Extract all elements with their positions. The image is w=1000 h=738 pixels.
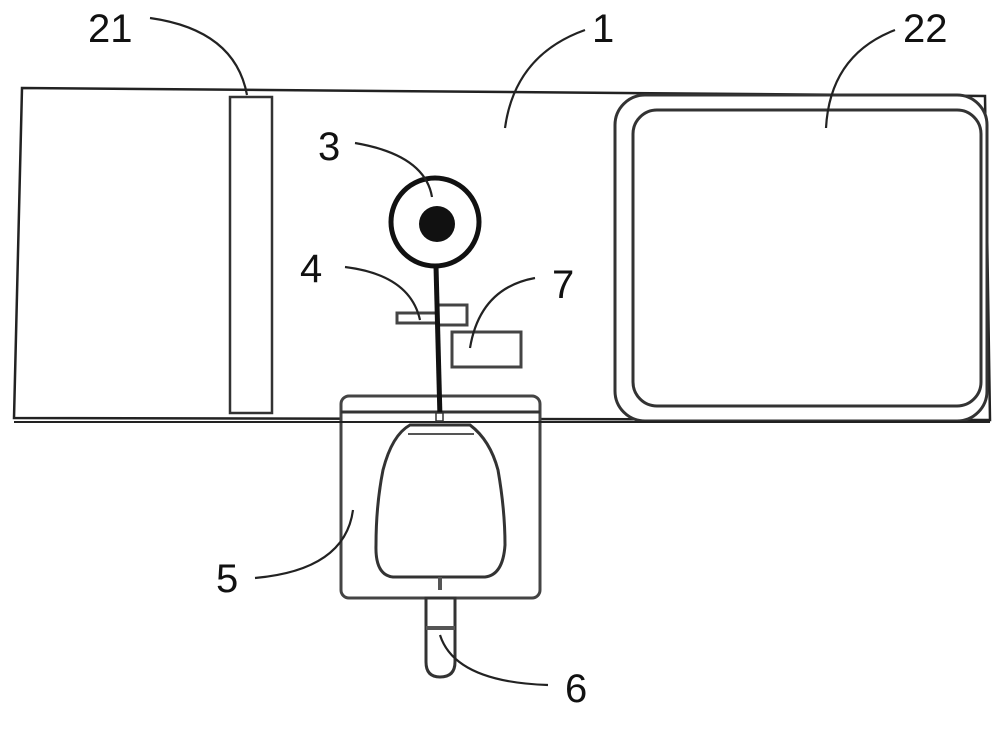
bag — [374, 423, 507, 579]
label-5: 5 — [216, 557, 238, 601]
label-6: 6 — [565, 667, 587, 711]
leader-1 — [503, 28, 586, 129]
panel-inner — [631, 108, 983, 408]
rod-end — [435, 412, 444, 422]
fastening-strip — [228, 95, 274, 415]
rod — [433, 265, 443, 419]
dial-center — [419, 206, 455, 242]
leader-5 — [254, 509, 355, 580]
leader-6 — [438, 634, 549, 687]
leader-4 — [344, 265, 422, 321]
label-1: 1 — [592, 7, 614, 51]
leader-7 — [468, 276, 536, 349]
module-box — [450, 330, 523, 369]
clip-block — [435, 303, 469, 327]
leader-21 — [149, 16, 249, 96]
leader-3 — [354, 141, 434, 198]
label-21: 21 — [88, 7, 133, 51]
label-22: 22 — [903, 7, 948, 51]
label-4: 4 — [300, 247, 322, 291]
label-3: 3 — [318, 125, 340, 169]
label-7: 7 — [552, 263, 574, 307]
leader-22 — [824, 28, 896, 129]
